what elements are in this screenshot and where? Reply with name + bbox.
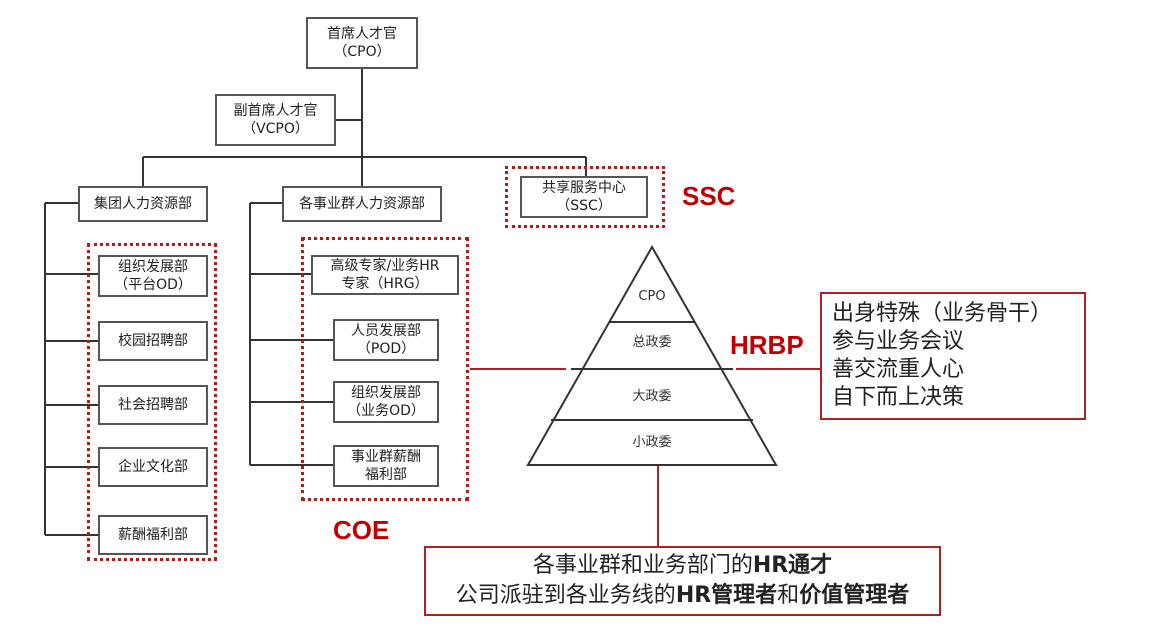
dept-label: 社会招聘部 [118, 397, 188, 413]
dept-sublabel: （POD） [356, 341, 416, 357]
dept-label: 人员发展部 [351, 323, 421, 339]
note-emphasis: 价值管理者 [799, 583, 910, 608]
hrbp-traits-box: 出身特殊（业务骨干） 参与业务会议 善交流重人心 自下而上决策 [820, 292, 1086, 420]
hrbp-trait: 出身特殊（业务骨干） [832, 301, 1053, 326]
dept-label: 事业群薪酬 [351, 449, 421, 465]
dept-sublabel: 福利部 [365, 467, 407, 483]
cpo-abbr: （CPO） [333, 44, 391, 60]
hrbp-pyramid: CPO 总政委 大政委 小政委 [526, 244, 778, 466]
vcpo-title: 副首席人才官 [233, 103, 318, 119]
pyramid-level-cpo: CPO [638, 289, 665, 304]
vcpo-abbr: （VCPO） [242, 121, 309, 137]
pyramid-level-general-commissar: 总政委 [632, 335, 671, 350]
group-dept-org-dev: 组织发展部 （平台OD） [98, 255, 208, 297]
bg-hr-box: 各事业群人力资源部 [282, 186, 442, 222]
hrbp-trait: 善交流重人心 [832, 357, 965, 382]
hrbp-label: HRBP [730, 330, 804, 360]
dept-sublabel: （业务OD） [347, 403, 425, 419]
coe-label: COE [333, 515, 390, 545]
dept-sublabel: （平台OD） [114, 277, 192, 293]
dept-label: 校园招聘部 [118, 333, 188, 349]
note-emphasis: HR通才 [752, 553, 833, 578]
note-line-1: 各事业群和业务部门的HR通才 [426, 551, 939, 581]
note-emphasis: HR管理者 [675, 583, 778, 608]
bg-dept-pod: 人员发展部 （POD） [333, 319, 439, 361]
dept-label: 企业文化部 [118, 459, 188, 475]
ssc-dotted-frame [505, 166, 665, 228]
cpo-box: 首席人才官 （CPO） [306, 17, 418, 69]
ssc-title: 共享服务中心 [542, 180, 626, 196]
note-text: 公司派驻到各业务线的 [455, 583, 676, 608]
ssc-abbr: （SSC） [556, 198, 612, 214]
group-hr-box: 集团人力资源部 [78, 186, 208, 222]
bg-dept-hrg: 高级专家/业务HR 专家（HRG） [311, 255, 459, 295]
note-text: 和 [777, 583, 800, 608]
dept-label: 薪酬福利部 [118, 527, 188, 543]
hr-generalist-note: 各事业群和业务部门的HR通才 公司派驻到各业务线的HR管理者和价值管理者 [424, 546, 941, 616]
ssc-box: 共享服务中心 （SSC） [520, 176, 648, 218]
dept-label: 组织发展部 [118, 259, 188, 275]
bg-hr-label: 各事业群人力资源部 [299, 196, 425, 212]
coe-dotted-frame [301, 237, 469, 501]
group-dept-social-recruit: 社会招聘部 [98, 385, 208, 425]
group-dept-campus-recruit: 校园招聘部 [98, 321, 208, 361]
hrbp-trait: 自下而上决策 [832, 385, 965, 410]
platform-dotted-frame [87, 243, 217, 561]
dept-sublabel: 专家（HRG） [341, 276, 429, 292]
pyramid-level-senior-commissar: 大政委 [632, 389, 671, 404]
dept-label: 组织发展部 [351, 385, 421, 401]
group-dept-culture: 企业文化部 [98, 447, 208, 487]
dept-label: 高级专家/业务HR [330, 258, 440, 274]
hrbp-trait: 参与业务会议 [832, 329, 965, 354]
note-text: 各事业群和业务部门的 [532, 553, 753, 578]
bg-dept-business-od: 组织发展部 （业务OD） [333, 381, 439, 423]
group-dept-comp-benefits: 薪酬福利部 [98, 515, 208, 555]
note-line-2: 公司派驻到各业务线的HR管理者和价值管理者 [426, 581, 939, 611]
group-hr-label: 集团人力资源部 [94, 196, 192, 212]
vcpo-box: 副首席人才官 （VCPO） [215, 94, 336, 146]
cpo-title: 首席人才官 [327, 26, 397, 42]
pyramid-level-junior-commissar: 小政委 [632, 435, 671, 450]
bg-dept-comp-benefits: 事业群薪酬 福利部 [333, 445, 439, 487]
ssc-label: SSC [682, 181, 736, 211]
